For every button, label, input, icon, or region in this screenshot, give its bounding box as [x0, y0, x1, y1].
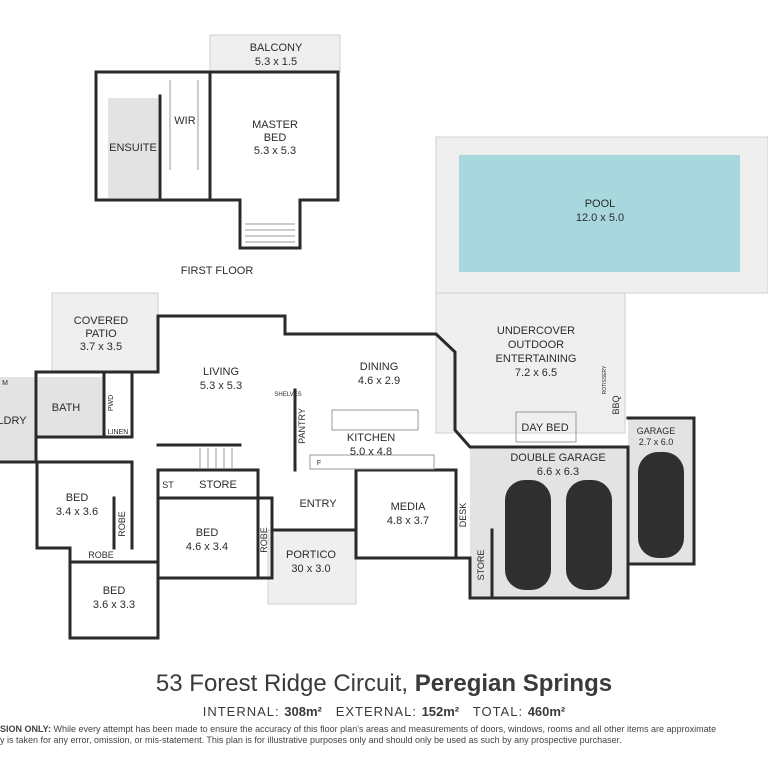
- first-floor-title: FIRST FLOOR: [181, 265, 254, 277]
- kitchen-bench: [309, 454, 435, 470]
- stairs-upper: [245, 223, 295, 243]
- dining-size: 4.6 x 2.9: [358, 375, 400, 387]
- car-icon: [505, 480, 551, 590]
- entry-name: ENTRY: [299, 498, 337, 510]
- shelves-name: SHELVES: [274, 392, 301, 398]
- bbq-name: BBQ: [611, 395, 621, 414]
- laundry-floor: [0, 377, 36, 461]
- entertaining-name2: OUTDOOR: [508, 339, 564, 351]
- covered-patio-area: [51, 292, 159, 374]
- external-label: EXTERNAL:: [335, 704, 417, 719]
- kitchen-name: KITCHEN: [347, 432, 395, 444]
- entertaining-size: 7.2 x 6.5: [515, 367, 557, 379]
- bed1-size: 3.4 x 3.6: [56, 506, 98, 518]
- pool-area: POOL 12.0 x 5.0: [435, 136, 768, 294]
- portico-name: PORTICO: [286, 549, 336, 561]
- kitchen-size: 5.0 x 4.8: [350, 446, 392, 458]
- pantry-name: PANTRY: [297, 408, 307, 444]
- garage-size: 2.7 x 6.0: [639, 437, 674, 447]
- entertaining-name3: ENTERTAINING: [496, 353, 577, 365]
- wall-store: [156, 468, 260, 500]
- area-summary: INTERNAL: 308m² EXTERNAL: 152m² TOTAL: 4…: [0, 704, 768, 719]
- car-icon: [638, 452, 684, 558]
- dining-name: DINING: [360, 361, 399, 373]
- address-suburb: Peregian Springs: [414, 670, 613, 697]
- garage-name: GARAGE: [637, 426, 676, 436]
- day-bed-furniture: [515, 411, 577, 443]
- living-size: 5.3 x 5.3: [200, 380, 242, 392]
- master-bed-size: 5.3 x 5.3: [254, 145, 296, 157]
- rotissery-name: ROTISSERY: [602, 365, 608, 394]
- double-garage-name: DOUBLE GARAGE: [510, 452, 605, 464]
- ground-floor: COVERED PATIO 3.7 x 3.5 LIVING 5.3 x 5.3…: [0, 292, 696, 640]
- total-value: 460m²: [527, 704, 566, 719]
- st-name: ST: [162, 480, 174, 490]
- store-name: STORE: [199, 479, 237, 491]
- bed3-size: 3.6 x 3.3: [93, 599, 135, 611]
- ensuite-name: ENSUITE: [109, 142, 157, 154]
- bed2-size: 4.6 x 3.4: [186, 541, 228, 553]
- pwd-name: PWD: [108, 395, 115, 411]
- living-name: LIVING: [203, 366, 239, 378]
- day-bed-name: DAY BED: [521, 422, 568, 434]
- garage-store-name: STORE: [476, 550, 486, 581]
- ensuite-wet-area: [108, 98, 158, 198]
- entertaining-name: UNDERCOVER: [497, 325, 575, 337]
- meter-label: M: [2, 380, 8, 387]
- internal-label: INTERNAL:: [202, 704, 280, 719]
- property-address: 53 Forest Ridge Circuit, Peregian Spring…: [0, 670, 768, 698]
- robe2-name: ROBE: [259, 527, 269, 553]
- master-bed-name2: BED: [264, 132, 287, 144]
- laundry-name: LDRY: [0, 415, 27, 427]
- balcony-size: 5.3 x 1.5: [255, 56, 297, 68]
- bath-floor: [38, 377, 104, 437]
- balcony-name: BALCONY: [250, 42, 303, 54]
- robe1-name: ROBE: [117, 511, 127, 537]
- covered-patio-name2: PATIO: [85, 328, 117, 340]
- pool-size: 12.0 x 5.0: [576, 212, 624, 224]
- car-icon: [566, 480, 612, 590]
- bed2-name: BED: [196, 527, 219, 539]
- kitchen-island: [331, 409, 419, 431]
- first-floor-walls: [94, 70, 340, 250]
- external-value: 152m²: [421, 704, 460, 719]
- address-street: 53 Forest Ridge Circuit,: [155, 670, 409, 697]
- fridge-label: F: [317, 460, 321, 467]
- pool-water: [459, 155, 740, 272]
- covered-patio-size: 3.7 x 3.5: [80, 341, 122, 353]
- disclaimer-line-1: SION ONLY: While every attempt has been …: [0, 724, 760, 735]
- balcony-area: [209, 34, 341, 73]
- portico-area: [267, 529, 357, 605]
- wall-bed2: [156, 496, 274, 580]
- master-bed-name: MASTER: [252, 119, 298, 131]
- wir-name: WIR: [174, 115, 195, 127]
- desk-name: DESK: [458, 503, 468, 528]
- outdoor-entertaining-area: [435, 292, 626, 434]
- disclaimer-line-2: y is taken for any error, omission, or m…: [0, 735, 622, 745]
- disclaimer-text-1: While every attempt has been made to ens…: [53, 724, 717, 734]
- first-floor: BALCONY 5.3 x 1.5 MASTER BED 5.3 x 5.3 W…: [94, 34, 341, 277]
- media-name: MEDIA: [391, 501, 427, 513]
- covered-patio-name: COVERED: [74, 315, 128, 327]
- bed1-name: BED: [66, 492, 89, 504]
- media-size: 4.8 x 3.7: [387, 515, 429, 527]
- bed3-name: BED: [103, 585, 126, 597]
- linen-name: LINEN: [108, 429, 129, 436]
- disclaimer: SION ONLY: While every attempt has been …: [0, 724, 760, 746]
- total-label: TOTAL:: [472, 704, 524, 719]
- wall-garage-right: [626, 416, 696, 566]
- pool-name: POOL: [585, 198, 616, 210]
- disclaimer-bold: SION ONLY:: [0, 724, 52, 734]
- double-garage-size: 6.6 x 6.3: [537, 466, 579, 478]
- ground-floor-outer-walls: [0, 314, 630, 640]
- stairs-lower: [199, 448, 233, 468]
- wall-west-upper: [34, 314, 160, 464]
- portico-size: 30 x 3.0: [291, 563, 330, 575]
- bath-name: BATH: [52, 402, 81, 414]
- robe3-name: ROBE: [88, 550, 114, 560]
- internal-value: 308m²: [284, 704, 322, 719]
